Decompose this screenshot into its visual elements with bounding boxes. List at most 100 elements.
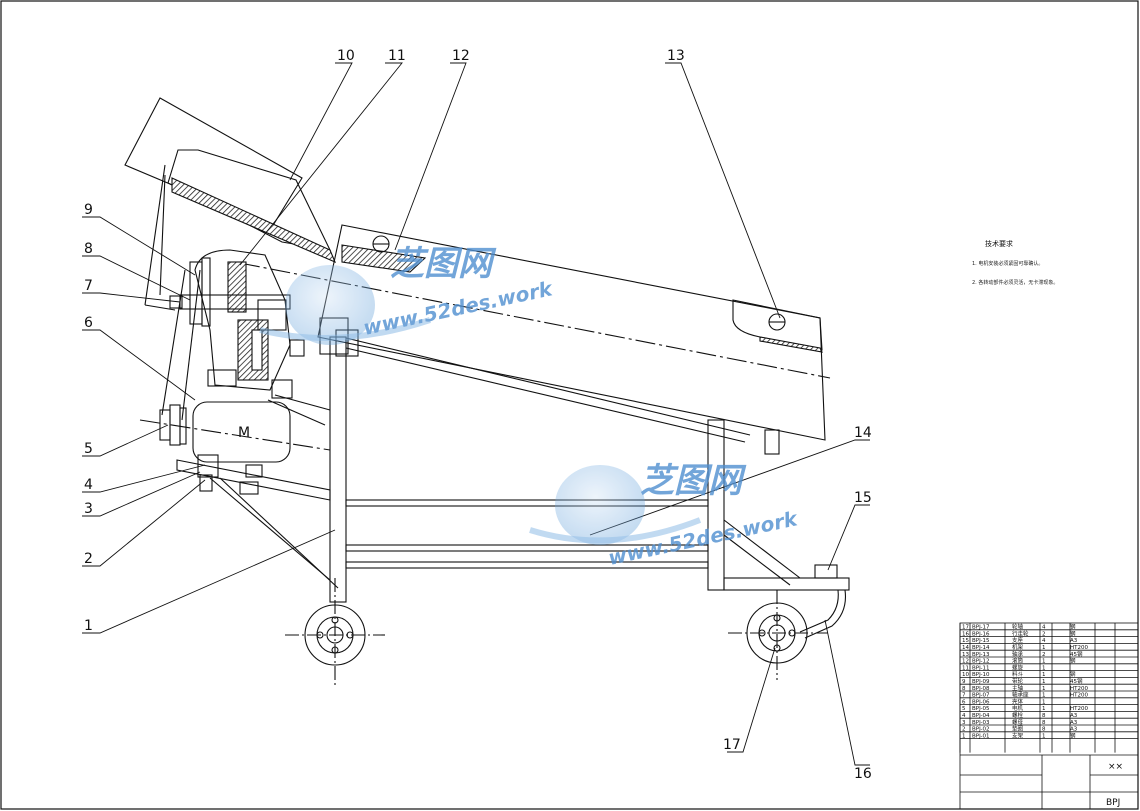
part-no: 8	[962, 686, 966, 692]
tech-note-1: 1. 电机安装必须紧固可靠确认。	[972, 260, 1043, 267]
part-material: A3	[1070, 713, 1078, 719]
part-name: 机架	[1012, 643, 1024, 651]
part-no: 2	[962, 727, 966, 733]
callout-numbers: 1 2 3 4 5 6 7 8 9 10 11 12 13 14 15 16 1…	[84, 48, 872, 782]
part-name: 轮轴	[1012, 623, 1024, 631]
part-code: BPJ-01	[972, 733, 990, 739]
part-code: BPJ-06	[972, 699, 990, 705]
callout-4: 4	[84, 477, 93, 493]
part-qty: 4	[1042, 638, 1046, 644]
part-name: 轴承座	[1012, 691, 1029, 699]
part-qty: 1	[1042, 665, 1046, 671]
part-no: 15	[962, 638, 969, 644]
callout-2: 2	[84, 551, 93, 567]
rear-wheel	[728, 590, 828, 680]
part-name: 垫圈	[1012, 725, 1024, 733]
front-leg	[329, 336, 347, 603]
part-code: BPJ-08	[972, 686, 990, 692]
watermark-1: 芝图网 www.52des.work	[259, 244, 556, 345]
part-code: BPJ-03	[972, 720, 990, 726]
part-qty: 8	[1042, 727, 1046, 733]
callout-10: 10	[337, 48, 355, 64]
tech-note-2: 2. 各转动部件必须灵活，无卡滞现象。	[972, 279, 1058, 286]
callout-1: 1	[84, 618, 93, 634]
part-no: 11	[962, 665, 969, 671]
part-no: 9	[962, 679, 966, 685]
tech-notes-title: 技术要求	[985, 239, 1013, 248]
rear-leg	[707, 419, 725, 591]
part-material: HT200	[1070, 693, 1088, 699]
part-name: 支座	[1012, 636, 1024, 644]
part-material: 钢	[1070, 731, 1076, 739]
part-qty: 1	[1042, 693, 1046, 699]
part-code: BPJ-02	[972, 727, 990, 733]
part-name: 螺母	[1012, 718, 1024, 726]
part-no: 7	[962, 693, 966, 699]
part-qty: 1	[1042, 686, 1046, 692]
part-code: BPJ-04	[972, 713, 990, 719]
part-name: 支架	[1012, 731, 1024, 739]
part-no: 13	[962, 652, 969, 658]
part-name: 行走轮	[1012, 629, 1029, 637]
part-code: BPJ-11	[972, 665, 990, 671]
part-no: 12	[962, 659, 969, 665]
part-no: 5	[962, 706, 966, 712]
part-qty: 2	[1042, 631, 1046, 637]
part-material: 45钢	[1070, 650, 1083, 658]
callout-7: 7	[84, 278, 93, 294]
part-material: HT200	[1070, 645, 1088, 651]
part-no: 17	[962, 625, 969, 631]
callout-13: 13	[667, 48, 685, 64]
callout-9: 9	[84, 202, 93, 218]
callout-17: 17	[723, 737, 741, 753]
part-material: A3	[1070, 638, 1078, 644]
part-no: 10	[962, 672, 969, 678]
watermark-brand-2: 芝图网	[640, 461, 747, 501]
front-wheel	[285, 578, 385, 685]
callout-12: 12	[452, 48, 470, 64]
part-material: 45钢	[1070, 677, 1083, 685]
callout-3: 3	[84, 501, 93, 517]
part-qty: 1	[1042, 733, 1046, 739]
part-qty: 1	[1042, 679, 1046, 685]
part-material: HT200	[1070, 686, 1088, 692]
part-qty: 1	[1042, 645, 1046, 651]
motor	[192, 401, 291, 463]
part-qty: 4	[1042, 625, 1046, 631]
part-qty: 2	[1042, 652, 1046, 658]
machine-outline	[124, 97, 850, 685]
callout-14: 14	[854, 425, 872, 441]
part-qty: 1	[1042, 672, 1046, 678]
part-no: 14	[962, 645, 969, 651]
part-no: 3	[962, 720, 966, 726]
part-code: BPJ-15	[972, 638, 990, 644]
part-name: 螺栓	[1012, 711, 1024, 719]
hopper-liner	[171, 177, 337, 264]
part-name: 带轮	[1012, 677, 1024, 685]
part-qty: 1	[1042, 699, 1046, 705]
part-code: BPJ-05	[972, 706, 990, 712]
part-code: BPJ-07	[972, 693, 990, 699]
part-code: BPJ-12	[972, 659, 990, 665]
callout-16: 16	[854, 766, 872, 782]
part-qty: 8	[1042, 713, 1046, 719]
leader-lines	[82, 62, 870, 766]
part-name: 料斗	[1012, 670, 1024, 678]
part-material: 钢	[1070, 670, 1076, 678]
part-name: 螺旋	[1012, 663, 1024, 671]
part-material: HT200	[1070, 706, 1088, 712]
tech-notes: 技术要求 1. 电机安装必须紧固可靠确认。 2. 各转动部件必须灵活，无卡滞现象…	[972, 239, 1058, 286]
part-name: 电机	[1012, 704, 1024, 712]
part-qty: 1	[1042, 706, 1046, 712]
drawing-code: BPJ	[1106, 798, 1120, 808]
part-name: 滚筒	[1012, 657, 1024, 665]
frame-rail-lower	[345, 561, 709, 569]
watermark-url-1: www.52des.work	[361, 276, 556, 340]
part-code: BPJ-09	[972, 679, 990, 685]
part-material: 钢	[1070, 657, 1076, 665]
part-material: 钢	[1070, 623, 1076, 631]
